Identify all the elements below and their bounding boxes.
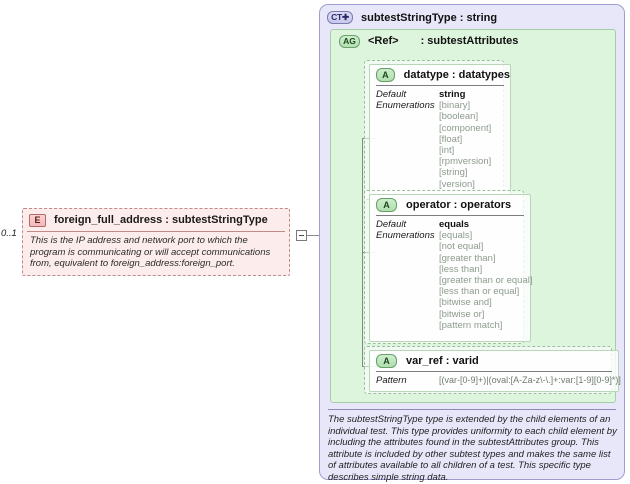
attribute-group-ref-label: <Ref> (368, 35, 399, 47)
facet-default-value: equals (439, 219, 470, 230)
facet-enum-value: [string] (439, 167, 468, 179)
attribute-badge-icon: A (376, 198, 397, 212)
facet-pattern-value: [(var-[0-9]+)|(oval:[A-Za-z\-\.]+:var:[1… (439, 375, 621, 385)
facet-enum-value: [boolean] (439, 111, 479, 123)
facet-label-enumerations: Enumerations (376, 230, 435, 242)
facet-enum-value: [pattern match] (439, 319, 503, 331)
element-documentation: This is the IP address and network port … (30, 235, 271, 269)
facet-label-column: Pattern (376, 375, 439, 386)
facet-label-enumerations: Enumerations (376, 100, 435, 112)
facet-label-pattern: Pattern (376, 375, 407, 386)
attribute-group-box-subtestattributes[interactable]: AG <Ref> : subtestAttributes A datatype … (330, 29, 621, 403)
facet-enum-value: [bitwise or] (439, 308, 485, 320)
attribute-header-var-ref: A var_ref : varid (370, 351, 618, 371)
expand-collapse-icon[interactable] (296, 230, 307, 241)
facet-enum-value: [binary] (439, 100, 471, 112)
attribute-badge-icon: A (376, 68, 395, 82)
facet-label-column: Default Enumerations (376, 219, 439, 331)
attribute-group-badge-icon: AG (339, 34, 360, 48)
facet-enum-value: [int] (439, 145, 455, 157)
facet-value-column: equals [equals] [not equal] [greater tha… (439, 219, 532, 331)
attribute-title-var-ref: var_ref : varid (406, 355, 479, 367)
attribute-divider (376, 215, 524, 216)
facet-enum-value: [less than] (439, 263, 483, 275)
attribute-divider (376, 371, 612, 372)
attribute-box-operator[interactable]: A operator : operators Default Enumerati… (364, 190, 532, 344)
facet-enum-value: [greater than] (439, 252, 496, 264)
element-badge-icon: E (29, 213, 46, 227)
attribute-facets-operator: Default Enumerations equals [equals] [no… (370, 216, 532, 335)
attribute-group-header: AG <Ref> : subtestAttributes (331, 30, 615, 50)
facet-enum-value: [greater than or equal] (439, 275, 533, 287)
attribute-inner-operator: A operator : operators Default Enumerati… (369, 194, 532, 342)
complex-type-documentation: The subtestStringType type is extended b… (328, 414, 617, 483)
complex-type-box-subteststringtype[interactable]: CT✚ subtestStringType : string AG <Ref> … (319, 4, 625, 483)
facet-enum-value: [not equal] (439, 241, 484, 253)
element-title: foreign_full_address : subtestStringType (54, 214, 268, 226)
element-box-foreign-full-address[interactable]: E foreign_full_address : subtestStringTy… (22, 208, 290, 276)
attribute-facets-datatype: Default Enumerations string [binary] [bo… (370, 86, 510, 194)
attribute-title-operator: operator : operators (406, 199, 512, 211)
facet-enum-value: [bitwise and] (439, 297, 492, 309)
attribute-header-datatype: A datatype : datatypes (370, 65, 510, 85)
complex-type-header: CT✚ subtestStringType : string (320, 5, 624, 27)
facet-enum-value: [component] (439, 122, 492, 134)
facet-enum-value: [equals] (439, 230, 473, 242)
facet-label-default: Default (376, 219, 407, 230)
element-divider (27, 231, 285, 232)
facet-label-column: Default Enumerations (376, 89, 439, 190)
facet-value-column: [(var-[0-9]+)|(oval:[A-Za-z\-\.]+:var:[1… (439, 375, 621, 386)
cardinality-label: 0..1 (1, 228, 17, 239)
complex-type-badge-icon: CT✚ (327, 11, 353, 24)
attribute-badge-icon: A (376, 354, 397, 368)
connector-line (307, 235, 323, 236)
facet-label-default: Default (376, 89, 407, 100)
facet-enum-value: [float] (439, 133, 463, 145)
attribute-facets-var-ref: Pattern [(var-[0-9]+)|(oval:[A-Za-z\-\.]… (370, 372, 621, 390)
attribute-box-var-ref[interactable]: A var_ref : varid Pattern [(var-[0-9]+)|… (364, 346, 621, 394)
attribute-inner-var-ref: A var_ref : varid Pattern [(var-[0-9]+)|… (369, 350, 621, 392)
facet-value-column: string [binary] [boolean] [component] [f… (439, 89, 510, 190)
attribute-box-datatype[interactable]: A datatype : datatypes Default Enumerati… (364, 60, 511, 200)
attribute-header-operator: A operator : operators (370, 195, 530, 215)
facet-enum-value: [version] (439, 178, 475, 190)
complex-type-doc-divider (328, 409, 616, 410)
attribute-group-name: : subtestAttributes (420, 35, 519, 47)
attribute-divider (376, 85, 504, 86)
element-header: E foreign_full_address : subtestStringTy… (23, 209, 289, 231)
facet-enum-value: [less than or equal] (439, 286, 520, 298)
attribute-inner-datatype: A datatype : datatypes Default Enumerati… (369, 64, 511, 198)
attribute-title-datatype: datatype : datatypes (403, 69, 510, 81)
facet-default-value: string (439, 89, 466, 100)
facet-enum-value: [rpmversion] (439, 156, 492, 168)
complex-type-title: subtestStringType : string (361, 11, 498, 24)
